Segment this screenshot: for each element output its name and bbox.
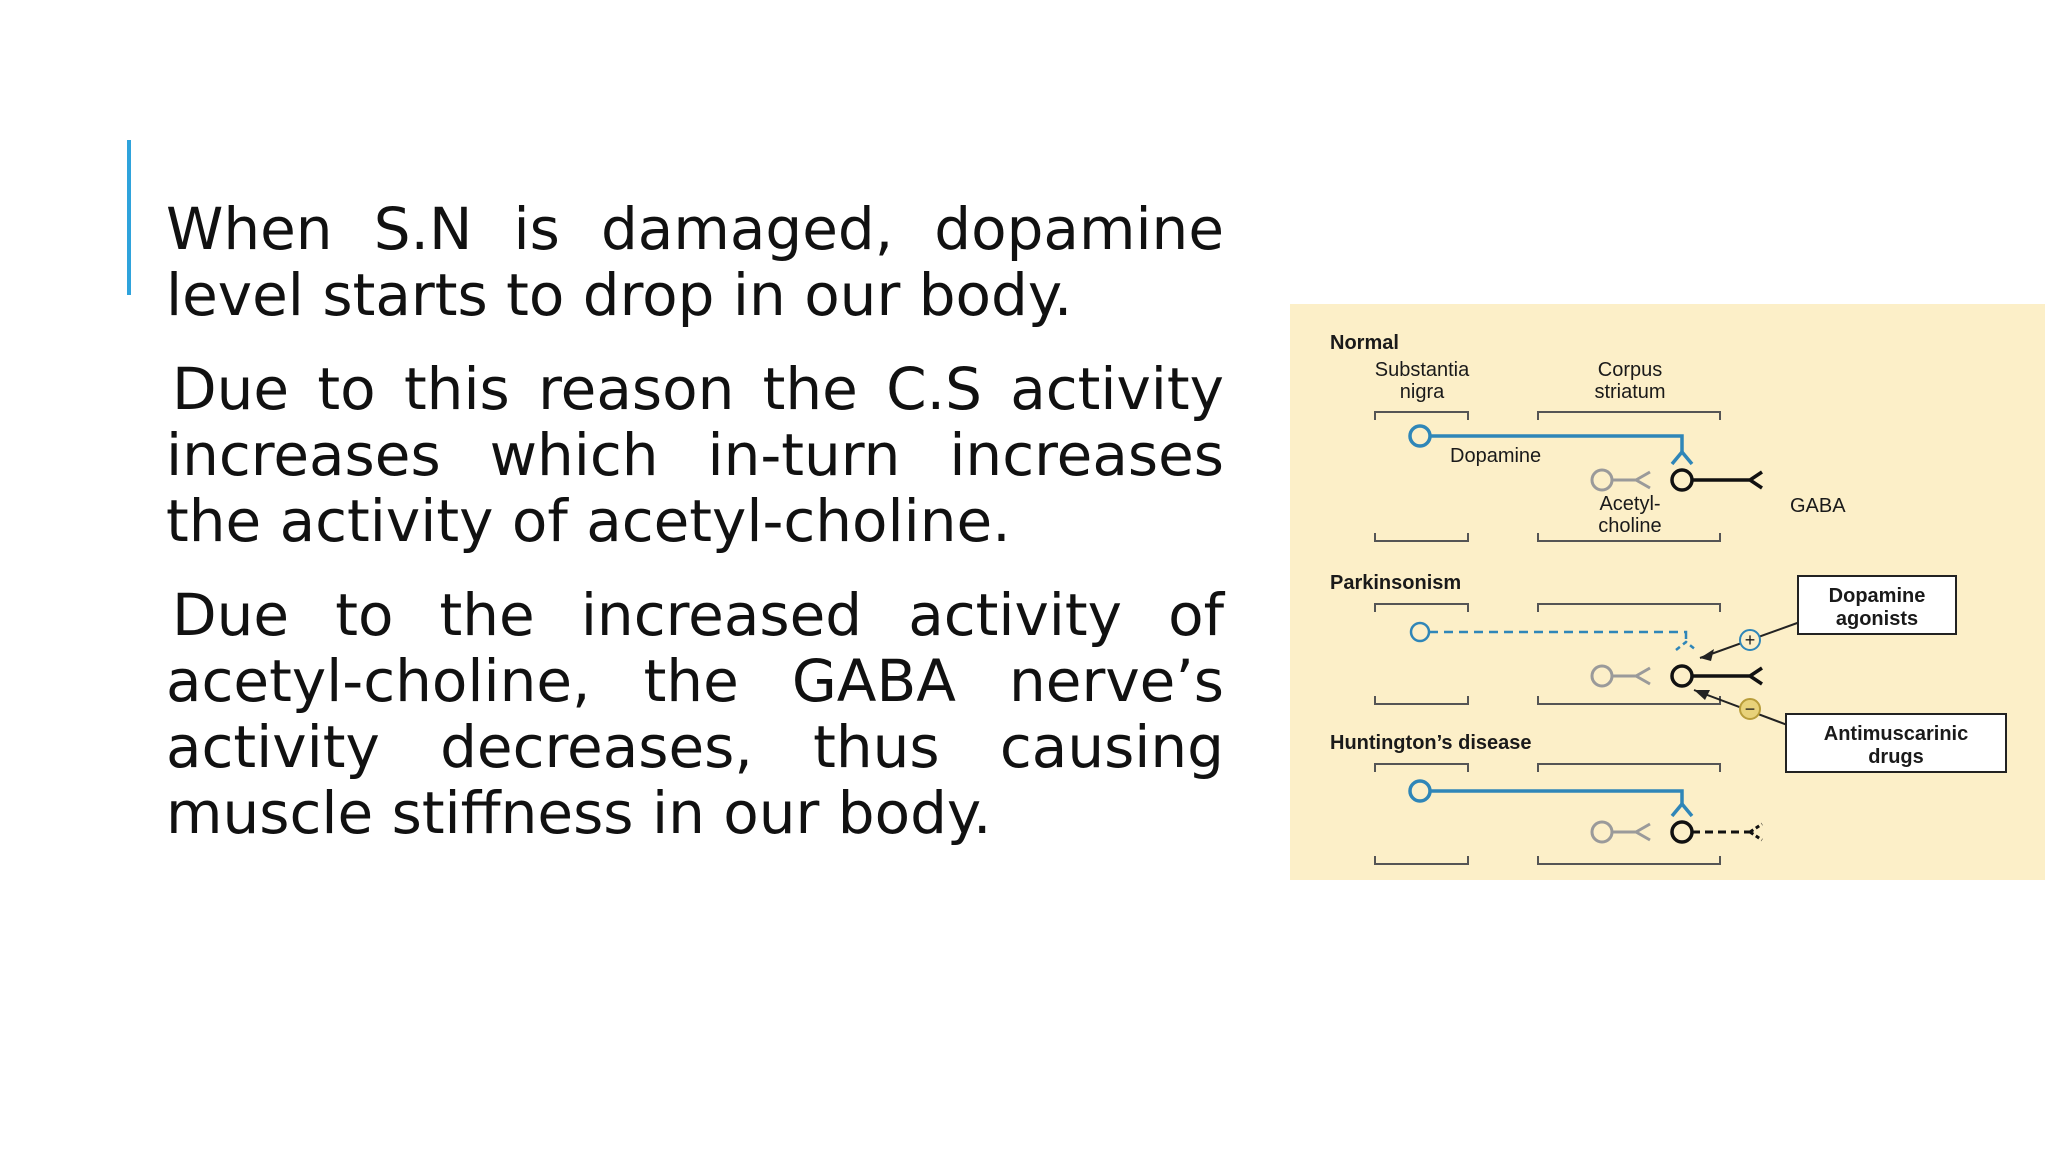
paragraph-2: Due to this reason the C.S activity incr… bbox=[166, 355, 1224, 555]
plus-sign: + bbox=[1745, 630, 1756, 650]
antimuscarinic-label-2: drugs bbox=[1868, 746, 1924, 768]
dopamine-label: Dopamine bbox=[1450, 445, 1541, 467]
parkinsonism-brackets bbox=[1374, 603, 1721, 705]
dopamine-agonist-arrow bbox=[1699, 621, 1801, 661]
corpus-label-1: Corpus bbox=[1598, 359, 1662, 381]
antimuscarinic-label-1: Antimuscarinic bbox=[1824, 723, 1968, 745]
substantia-label-2: nigra bbox=[1400, 381, 1445, 403]
acetyl-label-2: choline bbox=[1598, 515, 1661, 537]
minus-sign: − bbox=[1745, 699, 1756, 719]
antimuscarinic-arrow bbox=[1693, 689, 1791, 727]
substantia-label-1: Substantia bbox=[1375, 359, 1470, 381]
section-parkinsonism-label: Parkinsonism bbox=[1330, 572, 1461, 594]
parkinsonism-ach-gaba-pathway bbox=[1590, 664, 1763, 688]
dopamine-agonists-label-2: agonists bbox=[1836, 608, 1918, 630]
title-accent-bar bbox=[127, 140, 131, 295]
paragraph-3: Due to the increased activity of acetyl-… bbox=[166, 581, 1224, 847]
huntington-brackets bbox=[1374, 763, 1721, 865]
section-normal-label: Normal bbox=[1330, 332, 1399, 354]
antimuscarinic-box bbox=[1785, 713, 2007, 773]
gaba-label: GABA bbox=[1790, 495, 1846, 517]
acetyl-label-1: Acetyl- bbox=[1599, 493, 1660, 515]
section-huntington-label: Huntington’s disease bbox=[1330, 732, 1532, 754]
parkinsonism-dopamine-pathway bbox=[1409, 621, 1697, 651]
normal-brackets bbox=[1374, 411, 1721, 542]
corpus-label-2: striatum bbox=[1594, 381, 1665, 403]
dopamine-agonists-box bbox=[1797, 575, 1957, 635]
paragraph-1: When S.N is damaged, dopamine level star… bbox=[166, 195, 1224, 329]
huntington-ach-gaba-pathway bbox=[1590, 820, 1763, 844]
huntington-dopamine-pathway bbox=[1408, 779, 1694, 818]
body-text: When S.N is damaged, dopamine level star… bbox=[166, 196, 1224, 874]
dopamine-agonists-label-1: Dopamine bbox=[1829, 585, 1926, 607]
basal-ganglia-diagram: Normal Substantia nigra Corpus striatum … bbox=[1290, 304, 2045, 880]
normal-ach-gaba-pathway bbox=[1590, 468, 1763, 492]
normal-dopamine-pathway bbox=[1408, 424, 1694, 466]
